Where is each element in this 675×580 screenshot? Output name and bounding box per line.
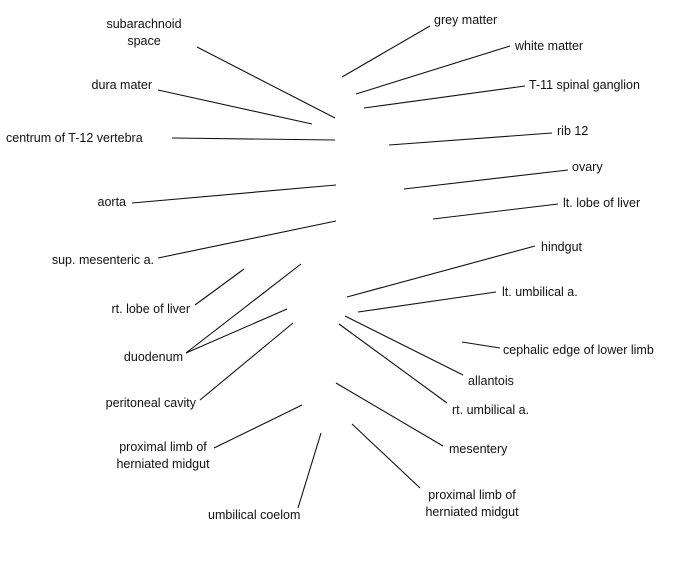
leader-rt-lobe-liver <box>194 268 245 306</box>
label-sup-mesenteric: sup. mesenteric a. <box>51 253 154 267</box>
label-cephalic-edge: cephalic edge of lower limb <box>503 343 654 357</box>
label-proximal-limb-left-line-2: herniated midgut <box>116 457 210 471</box>
leader-allantois <box>344 315 464 376</box>
label-ovary: ovary <box>572 160 603 174</box>
leader-grey-matter <box>341 25 431 78</box>
label-grey-matter: grey matter <box>434 13 498 27</box>
label-lt-lobe-liver: lt. lobe of liver <box>563 196 641 210</box>
leader-duodenum-lower <box>185 308 288 354</box>
label-rib-12: rib 12 <box>557 124 589 138</box>
leader-t11-ganglion <box>363 85 526 109</box>
leader-proximal-limb-left <box>213 404 303 449</box>
label-hindgut: hindgut <box>541 240 583 254</box>
leader-sup-mesenteric <box>157 220 337 259</box>
label-lt-umbilical: lt. umbilical a. <box>502 285 578 299</box>
label-duodenum: duodenum <box>123 350 183 364</box>
label-proximal-limb-right-line-1: proximal limb of <box>428 488 516 502</box>
label-aorta: aorta <box>97 195 127 209</box>
label-subarachnoid-space-line-1: subarachnoid <box>106 17 182 31</box>
leader-ovary <box>403 169 569 190</box>
leader-umbilical-coelom <box>297 432 322 509</box>
leader-mesentery <box>335 382 444 447</box>
leader-hindgut <box>346 245 536 298</box>
leader-duodenum-upper <box>185 263 302 354</box>
leader-white-matter <box>355 45 511 95</box>
leader-proximal-limb-right <box>351 423 421 489</box>
label-dura-mater: dura mater <box>91 78 152 92</box>
label-proximal-limb-left-line-1: proximal limb of <box>119 440 207 454</box>
leader-dura-mater <box>157 89 313 125</box>
leader-lt-umbilical <box>357 291 497 313</box>
leader-cephalic-edge <box>461 341 501 349</box>
label-allantois: allantois <box>468 374 514 388</box>
leader-peritoneal-cavity <box>199 322 294 401</box>
label-peritoneal-cavity: peritoneal cavity <box>105 396 196 410</box>
label-rt-lobe-liver: rt. lobe of liver <box>111 302 190 316</box>
leader-rt-umbilical <box>338 323 448 404</box>
label-proximal-limb-left: proximal limb of herniated midgut <box>106 439 220 473</box>
leader-lt-lobe-liver <box>432 203 559 220</box>
label-t11-ganglion: T-11 spinal ganglion <box>529 78 640 92</box>
label-subarachnoid-space: subarachnoid space <box>92 16 196 50</box>
leader-aorta <box>131 184 337 204</box>
label-proximal-limb-right-line-2: herniated midgut <box>425 505 519 519</box>
label-centrum-t12: centrum of T-12 vertebra <box>6 131 143 145</box>
leader-subarachnoid-space <box>196 46 336 119</box>
label-subarachnoid-space-line-2: space <box>127 34 161 48</box>
label-white-matter: white matter <box>515 39 584 53</box>
label-rt-umbilical: rt. umbilical a. <box>452 403 530 417</box>
label-mesentery: mesentery <box>449 442 508 456</box>
leader-centrum-t12 <box>171 137 336 141</box>
label-proximal-limb-right: proximal limb of herniated midgut <box>414 487 530 521</box>
leader-rib-12 <box>388 132 553 146</box>
label-umbilical-coelom: umbilical coelom <box>208 508 301 522</box>
